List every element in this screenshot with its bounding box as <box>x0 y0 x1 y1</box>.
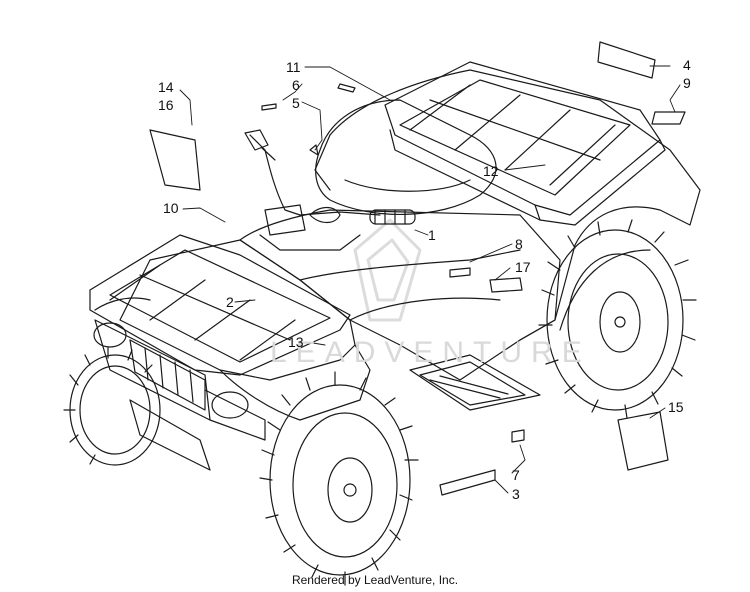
leader-lines <box>179 65 681 494</box>
decal-4 <box>597 41 656 79</box>
callout-6: 6 <box>292 77 300 93</box>
callout-3: 3 <box>512 486 520 502</box>
callout-9: 9 <box>683 75 691 91</box>
decal-5 <box>309 144 319 156</box>
callout-1: 1 <box>428 227 436 243</box>
rear-fender <box>314 69 701 341</box>
callout-13: 13 <box>288 334 304 350</box>
footwell <box>409 354 541 411</box>
seat <box>315 99 497 216</box>
callout-12: 12 <box>483 163 499 179</box>
callout-15: 15 <box>668 399 684 415</box>
callout-14: 14 <box>158 79 174 95</box>
callout-labels: 11 6 5 4 9 14 16 10 1 8 17 12 2 13 15 7 … <box>158 57 691 502</box>
front-rack <box>89 234 351 376</box>
callout-7: 7 <box>512 467 520 483</box>
callout-5: 5 <box>292 95 300 111</box>
callout-4: 4 <box>683 57 691 73</box>
callout-2: 2 <box>226 294 234 310</box>
decal-11 <box>337 83 356 93</box>
decal-7 <box>511 429 525 443</box>
front-right-wheel <box>259 371 419 586</box>
callout-10: 10 <box>163 200 179 216</box>
watermark-logo <box>353 218 422 322</box>
decal-15 <box>617 411 669 471</box>
decal-3 <box>439 469 496 496</box>
decal-6 <box>261 103 277 111</box>
callout-16: 16 <box>158 97 174 113</box>
front-left-wheel <box>63 347 161 466</box>
footer-credit: Rendered by LeadVenture, Inc. <box>291 573 459 587</box>
front-fender <box>94 239 371 421</box>
callout-17: 17 <box>515 259 531 275</box>
side-body <box>239 209 561 381</box>
rear-right-wheel <box>538 219 697 419</box>
rear-rack <box>384 61 666 226</box>
watermark-text: LEADVENTURE <box>270 336 591 369</box>
callout-11: 11 <box>286 59 301 75</box>
front-grille <box>93 319 266 471</box>
callout-8: 8 <box>515 236 523 252</box>
handlebars <box>244 129 416 251</box>
decal-14-16 <box>149 129 201 191</box>
decal-9 <box>651 111 686 125</box>
